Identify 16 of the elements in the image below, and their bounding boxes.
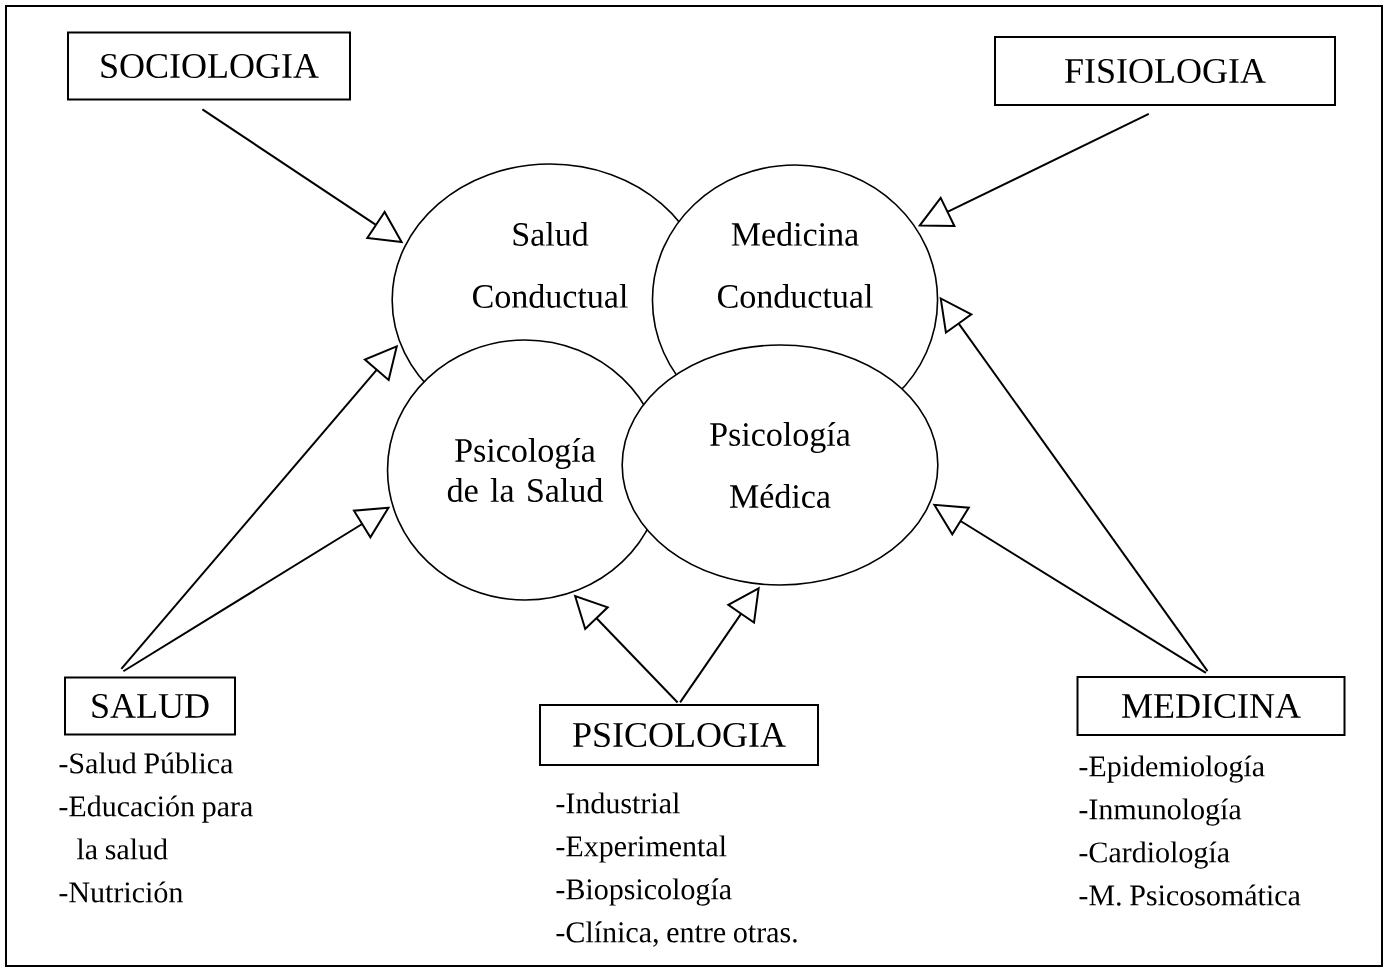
list-item: -Educación para la salud (59, 795, 253, 860)
list-item: -Clínica, entre otras. (556, 921, 797, 947)
list-item: -Experimental (556, 835, 727, 863)
list-item: -Biopsicología (556, 878, 732, 906)
label-box: SOCIOLOGIA (67, 31, 351, 101)
list-item: -Industrial (556, 792, 680, 814)
list-item: -Inmunología (1079, 798, 1242, 826)
list-item: -Salud Pública (59, 752, 233, 774)
list-item: -Epidemiología (1079, 755, 1265, 783)
list-item: -Nutrición (59, 881, 183, 903)
label-box: FISIOLOGIA (994, 36, 1336, 106)
list-item: -Cardiología (1079, 841, 1230, 869)
list-item: -M. Psicosomática (1079, 884, 1301, 906)
label-box: MEDICINA (1076, 676, 1346, 736)
label-box: PSICOLOGIA (539, 704, 819, 766)
label-box: SALUD (64, 676, 236, 736)
